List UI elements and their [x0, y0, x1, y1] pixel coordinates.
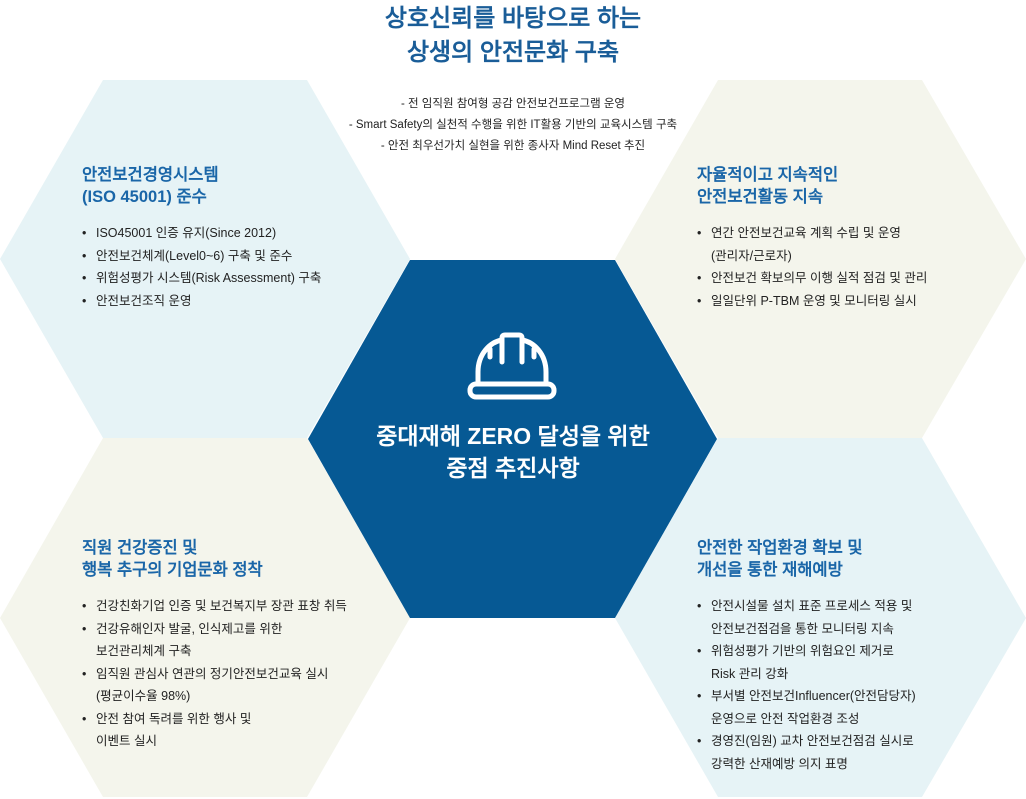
list-item: 부서별 안전보건Influencer(안전담당자)운영으로 안전 작업환경 조성	[697, 685, 916, 730]
subtitle-list: - 전 임직원 참여형 공감 안전보건프로그램 운영 - Smart Safet…	[0, 94, 1026, 157]
section-iso45001: 안전보건경영시스템(ISO 45001) 준수 ISO45001 인증 유지(S…	[82, 164, 321, 312]
title-line: 상호신뢰를 바탕으로 하는	[384, 5, 642, 32]
list-item: ISO45001 인증 유지(Since 2012)	[82, 222, 321, 245]
list-item: 위험성평가 시스템(Risk Assessment) 구축	[82, 267, 321, 290]
list-item: 안전보건체계(Level0~6) 구축 및 준수	[82, 245, 321, 268]
list-item: 연간 안전보건교육 계획 수립 및 운영(관리자/근로자)	[697, 222, 927, 267]
section-heading: 안전보건경영시스템(ISO 45001) 준수	[82, 166, 219, 206]
title-line: 상생의 안전문화 구축	[406, 39, 620, 66]
hex-center	[308, 260, 717, 618]
page-title: 상호신뢰를 바탕으로 하는 상생의 안전문화 구축	[0, 2, 1026, 70]
center-heading: 중대재해 ZERO 달성을 위한 중점 추진사항	[308, 420, 718, 484]
section-health-culture: 직원 건강증진 및행복 추구의 기업문화 정착 건강친화기업 인증 및 보건복지…	[82, 537, 347, 753]
list-item: 일일단위 P-TBM 운영 및 모니터링 실시	[697, 290, 927, 313]
subtitle-item: - 전 임직원 참여형 공감 안전보건프로그램 운영	[400, 98, 626, 110]
subtitle-item: - Smart Safety의 실천적 수행을 위한 IT활용 기반의 교육시스…	[348, 119, 678, 131]
list-item: 안전보건 확보의무 이행 실적 점검 및 관리	[697, 267, 927, 290]
list-item: 임직원 관심사 연관의 정기안전보건교육 실시(평균이수율 98%)	[82, 663, 347, 708]
subtitle-item: - 안전 최우선가치 실현을 위한 종사자 Mind Reset 추진	[380, 140, 646, 152]
list-item: 안전보건조직 운영	[82, 290, 321, 313]
list-item: 건강친화기업 인증 및 보건복지부 장관 표창 취득	[82, 595, 347, 618]
center-line: 중점 추진사항	[446, 455, 580, 481]
center-line: 중대재해 ZERO 달성을 위한	[376, 423, 650, 449]
hard-hat-icon	[467, 332, 557, 400]
